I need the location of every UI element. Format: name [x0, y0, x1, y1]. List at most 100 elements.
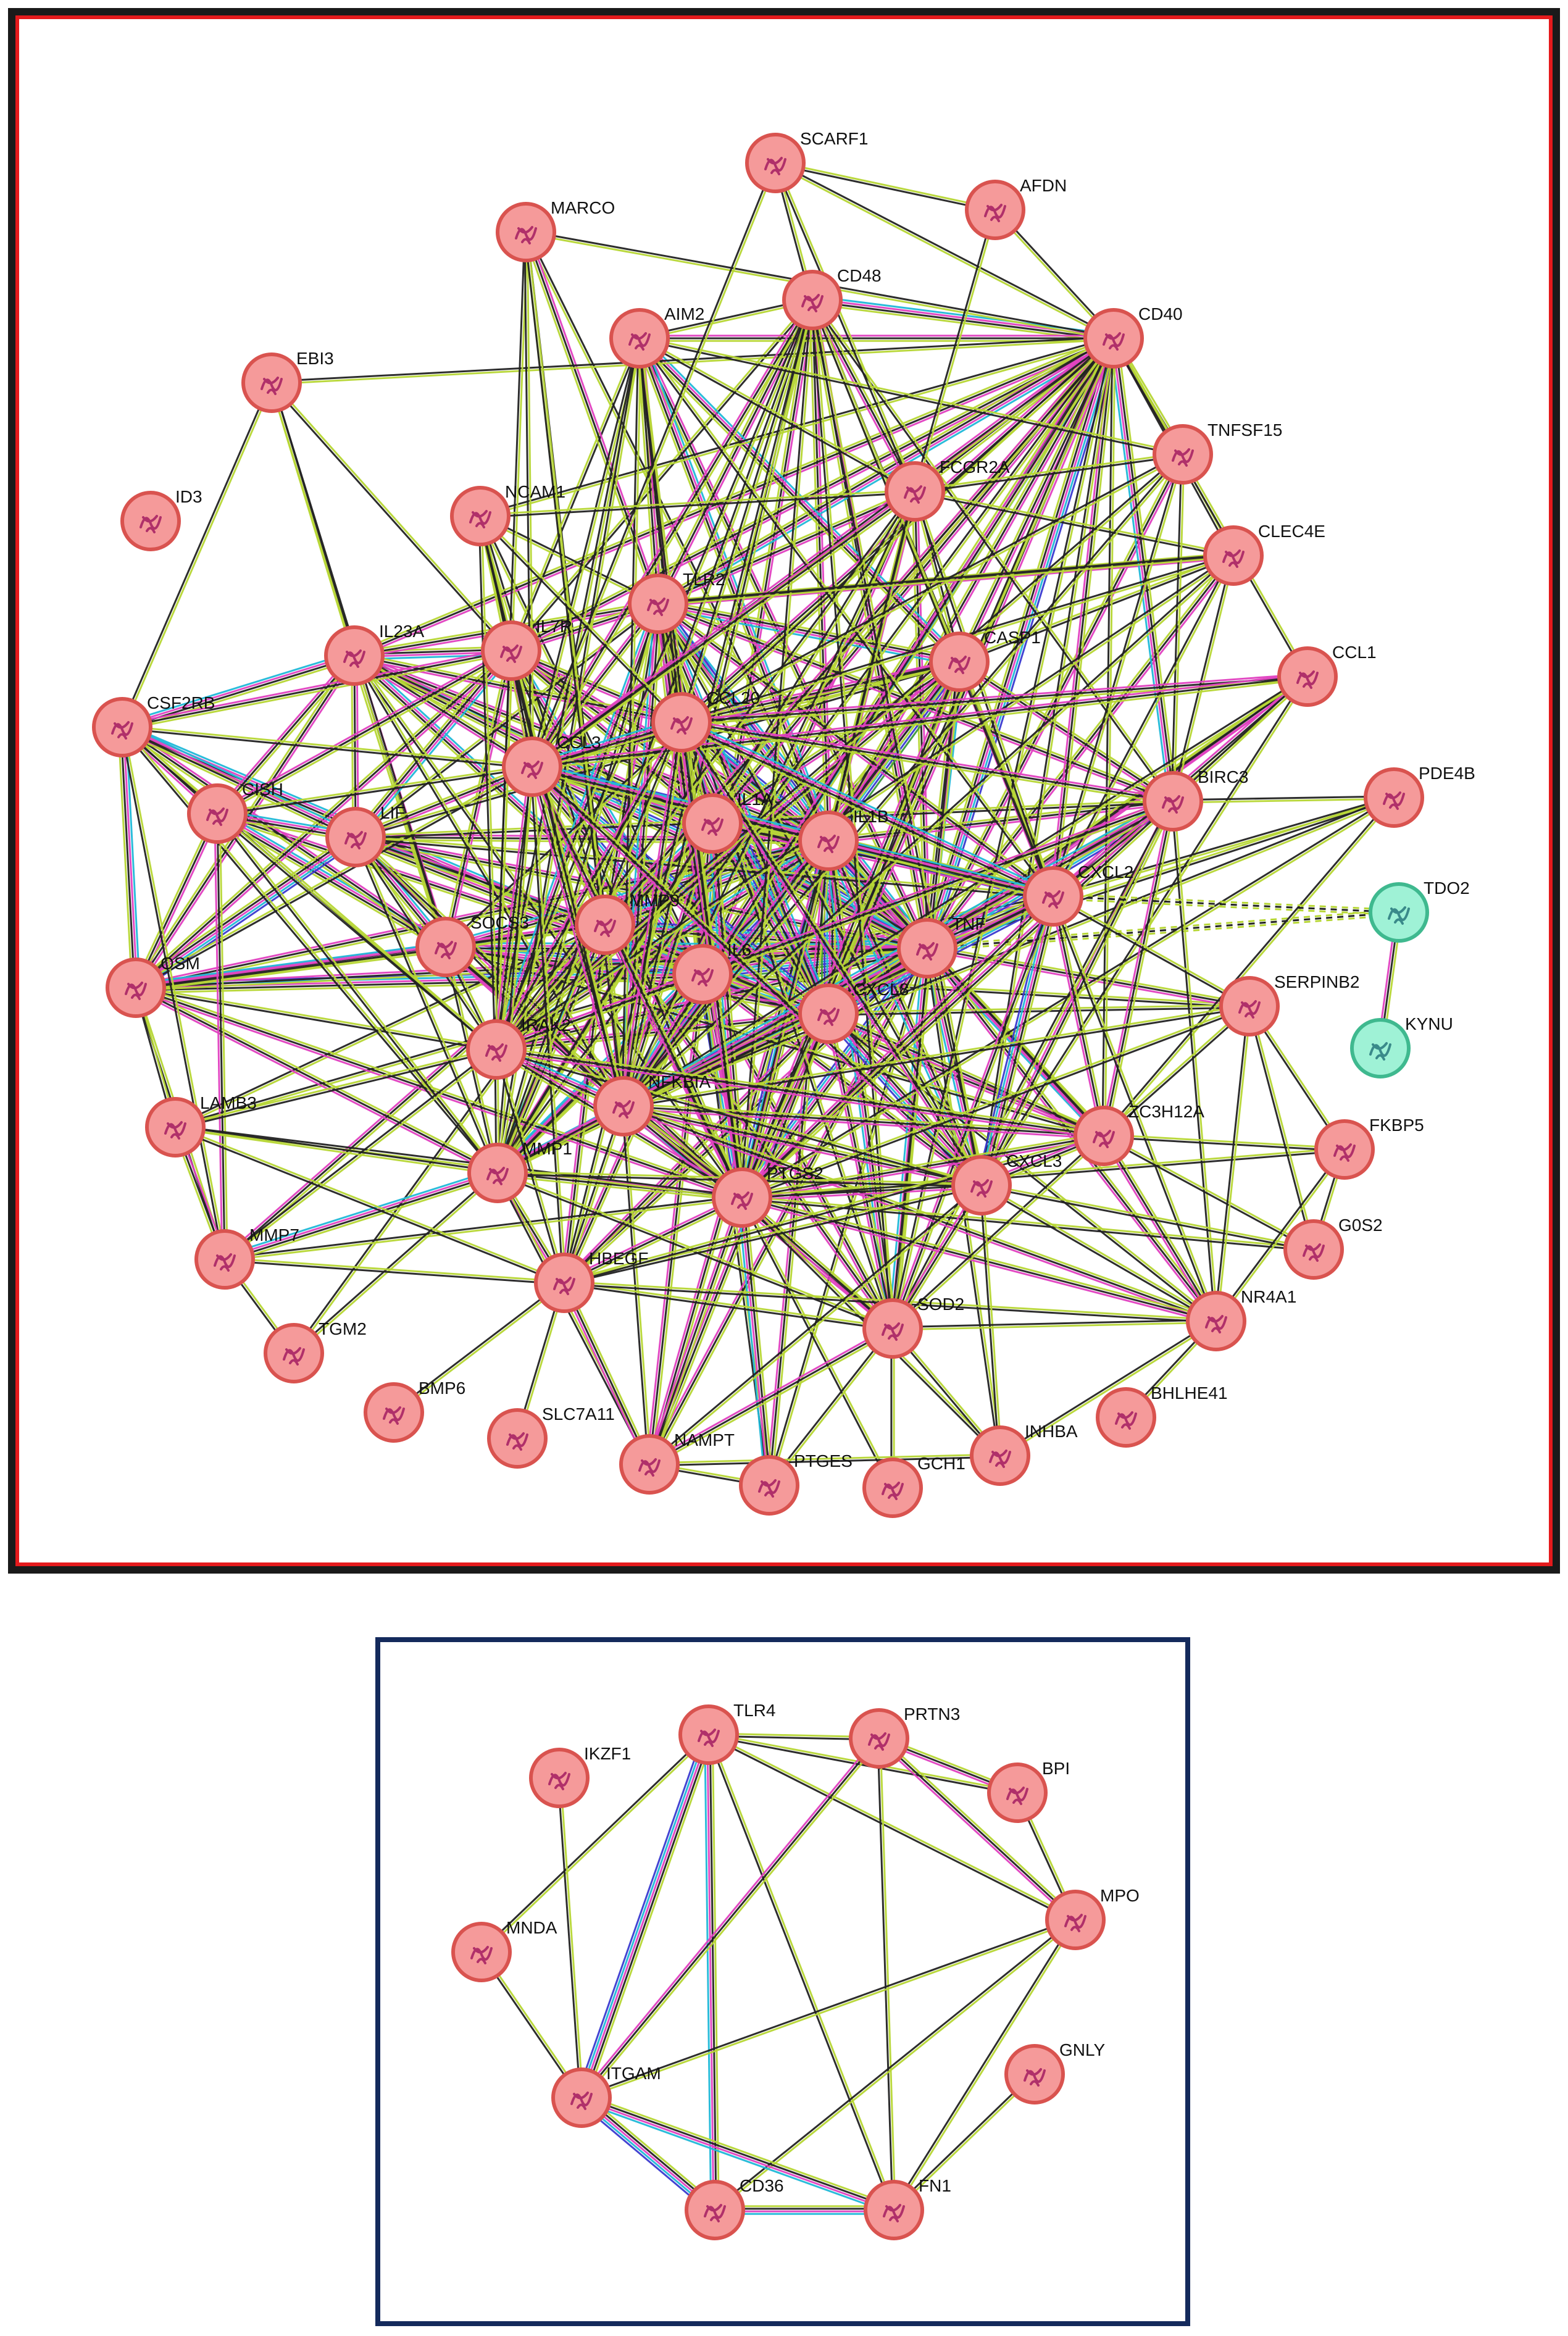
node-socs3[interactable]: SOCS3: [415, 913, 529, 977]
node-id3[interactable]: ID3: [120, 487, 202, 551]
node-gch1[interactable]: GCH1: [862, 1454, 965, 1518]
node-circle[interactable]: [864, 2180, 924, 2240]
node-mmp7[interactable]: MMP7: [194, 1225, 299, 1290]
node-csf2rb[interactable]: CSF2RB: [92, 693, 215, 757]
edge-ZC3H12A-SOD2: [891, 1134, 1106, 1330]
node-hbegf[interactable]: HBEGF: [534, 1249, 648, 1313]
node-circle[interactable]: [1004, 2044, 1065, 2104]
node-aim2[interactable]: AIM2: [609, 304, 704, 369]
node-clec4e[interactable]: CLEC4E: [1203, 522, 1325, 586]
node-gnly[interactable]: GNLY: [1004, 2040, 1105, 2104]
node-lif[interactable]: LIF: [325, 803, 405, 867]
node-bmp6[interactable]: BMP6: [364, 1379, 465, 1443]
node-fcgr2a[interactable]: FCGR2A: [885, 457, 1010, 522]
node-circle[interactable]: [987, 1762, 1048, 1823]
edge-FCGR2A-TNFSF15: [914, 452, 1183, 494]
node-circle[interactable]: [1045, 1890, 1106, 1950]
node-mnda[interactable]: MNDA: [451, 1918, 557, 1982]
node-nfkbia[interactable]: NFKBIA: [593, 1072, 711, 1137]
node-cxcl3[interactable]: CXCL3: [951, 1151, 1062, 1216]
node-tlr2[interactable]: TLR2: [628, 570, 725, 634]
node-kynu[interactable]: KYNU: [1350, 1014, 1453, 1078]
edge-CD40-ZC3H12A: [1101, 338, 1116, 1137]
node-g0s2[interactable]: G0S2: [1283, 1216, 1383, 1280]
protein-structure-icon: [383, 1406, 405, 1425]
edge-PDE4B-CXCL2: [1052, 795, 1395, 899]
node-label: PRTN3: [904, 1704, 960, 1724]
node-circle[interactable]: [678, 1704, 739, 1765]
node-il7r[interactable]: IL7R: [481, 617, 572, 681]
node-ikzf1[interactable]: IKZF1: [529, 1744, 631, 1808]
node-irak2[interactable]: IRAK2: [466, 1016, 571, 1080]
node-pde4b[interactable]: PDE4B: [1364, 764, 1475, 828]
node-birc3[interactable]: BIRC3: [1143, 767, 1248, 832]
node-bhlhe41[interactable]: BHLHE41: [1096, 1383, 1228, 1448]
node-cd40[interactable]: CD40: [1083, 304, 1183, 369]
node-circle[interactable]: [685, 2180, 745, 2240]
edge-NAMPT-INHBA: [649, 1453, 1001, 1467]
node-cd48[interactable]: CD48: [782, 266, 882, 330]
node-mmp1[interactable]: MMP1: [467, 1139, 572, 1203]
node-circle[interactable]: [551, 2067, 612, 2128]
edge-CD40-CCL1: [1111, 337, 1310, 678]
node-il23a[interactable]: IL23A: [324, 622, 424, 686]
node-scarf1[interactable]: SCARF1: [745, 129, 868, 193]
node-ebi3[interactable]: EBI3: [241, 349, 334, 413]
node-prtn3[interactable]: PRTN3: [849, 1704, 960, 1769]
node-zc3h12a[interactable]: ZC3H12A: [1074, 1102, 1204, 1166]
node-tgm2[interactable]: TGM2: [264, 1319, 367, 1383]
node-mpo[interactable]: MPO: [1045, 1886, 1140, 1950]
protein-structure-icon: [1103, 332, 1125, 351]
edge-TNFSF15-CCL20: [680, 452, 1184, 725]
node-slc7a11[interactable]: SLC7A11: [487, 1404, 615, 1469]
node-circle[interactable]: [451, 1922, 512, 1982]
node-serpinb2[interactable]: SERPINB2: [1219, 972, 1360, 1037]
node-tdo2[interactable]: TDO2: [1369, 878, 1470, 943]
node-circle[interactable]: [529, 1748, 590, 1808]
node-lamb3[interactable]: LAMB3: [145, 1093, 257, 1158]
node-ccl20[interactable]: CCL20: [651, 688, 760, 753]
node-ccl1[interactable]: CCL1: [1277, 643, 1377, 707]
node-il1a[interactable]: IL1A: [682, 790, 773, 854]
node-il6[interactable]: IL6: [672, 940, 751, 1004]
node-cxcl8[interactable]: CXCL8: [798, 980, 909, 1044]
node-casp1[interactable]: CASP1: [929, 628, 1041, 692]
edge-SCARF1-FCGR2A: [773, 162, 917, 493]
node-fn1[interactable]: FN1: [864, 2176, 951, 2240]
protein-structure-icon: [1238, 1000, 1261, 1019]
node-nampt[interactable]: NAMPT: [619, 1430, 735, 1495]
edge-TNFSF15-BIRC3: [1170, 454, 1185, 802]
node-cd36[interactable]: CD36: [685, 2176, 784, 2240]
node-il1b[interactable]: IL1B: [798, 807, 889, 871]
node-ptgs2[interactable]: PTGS2: [712, 1164, 824, 1228]
node-label: TLR2: [683, 570, 725, 589]
node-tlr4[interactable]: TLR4: [678, 1701, 775, 1765]
node-label: IL7R: [536, 617, 572, 636]
node-mmp9[interactable]: MMP9: [575, 891, 680, 955]
node-tnfsf15[interactable]: TNFSF15: [1153, 420, 1282, 485]
node-ptges[interactable]: PTGES: [739, 1451, 853, 1516]
node-tnf[interactable]: TNF: [897, 914, 985, 978]
node-nr4a1[interactable]: NR4A1: [1186, 1287, 1296, 1351]
protein-structure-icon: [1064, 1914, 1086, 1932]
node-fkbp5[interactable]: FKBP5: [1314, 1116, 1424, 1180]
node-circle[interactable]: [849, 1708, 909, 1769]
node-cish[interactable]: CISH: [187, 780, 283, 844]
protein-structure-icon: [594, 919, 616, 937]
protein-structure-icon: [506, 1432, 528, 1451]
node-itgam[interactable]: ITGAM: [551, 2064, 661, 2128]
edge-MPO-ITGAM: [580, 1917, 1077, 2100]
node-sod2[interactable]: SOD2: [862, 1295, 964, 1359]
node-bpi[interactable]: BPI: [987, 1759, 1070, 1823]
protein-structure-icon: [111, 721, 133, 740]
node-inhba[interactable]: INHBA: [970, 1422, 1078, 1486]
protein-structure-icon: [470, 1946, 493, 1964]
node-marco[interactable]: MARCO: [496, 198, 615, 262]
node-afdn[interactable]: AFDN: [965, 176, 1067, 240]
node-cxcl2[interactable]: CXCL2: [1023, 862, 1133, 927]
node-osm[interactable]: OSM: [106, 954, 200, 1018]
node-ncam1[interactable]: NCAM1: [450, 482, 565, 546]
node-label: CD36: [740, 2176, 784, 2195]
node-ccl3[interactable]: CCL3: [502, 733, 601, 797]
